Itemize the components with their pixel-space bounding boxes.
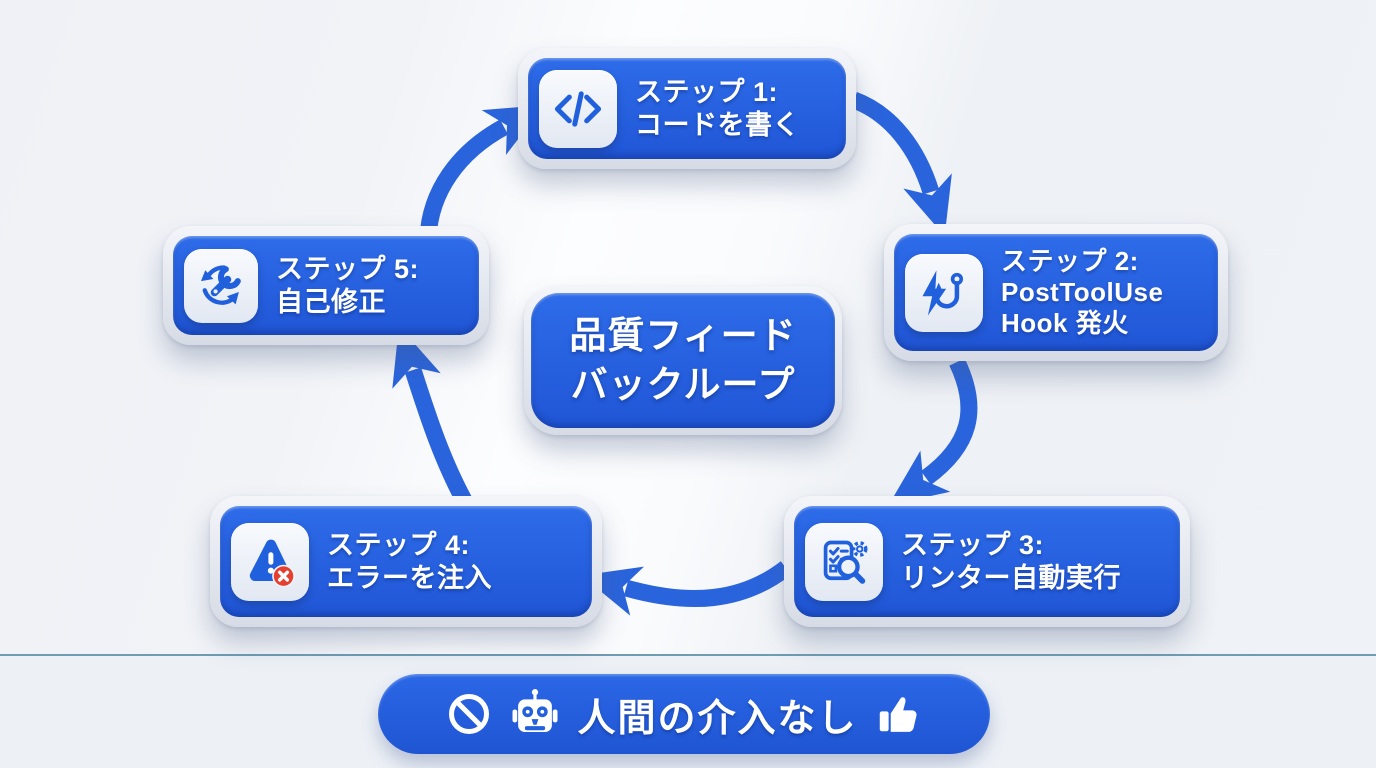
step-3-label: ステップ 3: リンター自動実行 [901,529,1121,593]
robot-icon [512,689,558,732]
no-entry-icon [449,694,490,734]
step-3-box: ステップ 3: リンター自動実行 [784,496,1190,627]
hook-trigger-icon [905,253,983,332]
step-4-box: ステップ 4: エラーを注入 [210,496,602,627]
step-2-label: ステップ 2: PostToolUse Hook 発火 [1001,245,1164,339]
step-5-label: ステップ 5: 自己修正 [276,253,420,317]
banner-label: 人間の介入なし [577,697,858,740]
step-1-box: ステップ 1: コードを書く [518,48,856,169]
arrow-step1-to-step2 [850,92,952,237]
step-5-box: ステップ 5: 自己修正 [163,226,489,345]
divider-line [0,654,1376,656]
center-title-box: 品質フィード バックループ [524,286,842,435]
error-inject-icon [231,522,309,601]
no-human-intervention-banner: 人間の介入なし [378,674,990,754]
thumbs-up-icon [879,697,917,732]
self-correction-icon [184,248,258,323]
arrow-step3-to-step4 [581,561,792,616]
arrow-step5-to-step1 [419,104,545,239]
step-2-box: ステップ 2: PostToolUse Hook 発火 [884,224,1228,361]
linter-scan-icon [805,522,883,601]
step-1-label: ステップ 1: コードを書く [635,76,800,140]
code-icon [539,69,617,148]
arrow-step4-to-step5 [392,325,474,509]
step-4-label: ステップ 4: エラーを注入 [327,529,492,593]
arrow-step2-to-step3 [888,358,978,506]
diagram-title: 品質フィード バックループ [569,315,797,405]
